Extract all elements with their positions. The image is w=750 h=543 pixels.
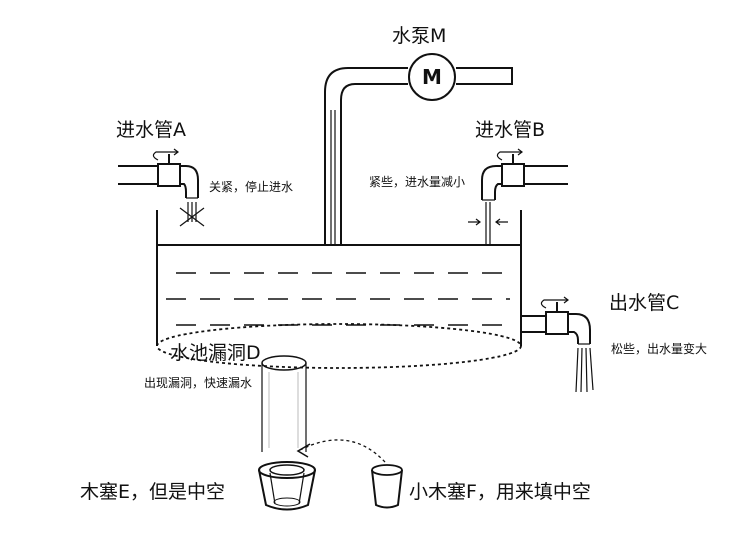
outlet-pipe-c (521, 296, 594, 393)
inlet-b-label: 进水管B (475, 119, 545, 141)
outlet-c-label: 出水管C (609, 292, 679, 314)
plug-f-label: 小木塞F，用来填中空 (409, 481, 591, 503)
inlet-pipe-a (118, 148, 199, 222)
water-tank (156, 210, 522, 369)
inlet-pipe-b (468, 148, 568, 245)
plug-e-label: 木塞E，但是中空 (80, 481, 225, 503)
insert-arrow (296, 439, 386, 463)
outlet-c-note: 松些，出水量变大 (611, 341, 707, 356)
pump-m: M (408, 53, 456, 101)
leak-d-column (261, 355, 307, 452)
leak-d-note: 出现漏洞，快速漏水 (144, 376, 252, 390)
inlet-b-note: 紧些，进水量减小 (369, 175, 465, 189)
pump-letter: M (422, 65, 442, 89)
leak-d-label: 水池漏洞D (170, 342, 261, 364)
plug-f (371, 464, 403, 509)
pump-label: 水泵M (392, 25, 446, 47)
inlet-a-note: 关紧，停止进水 (209, 179, 293, 194)
cross-mark-icon (179, 207, 205, 227)
pump-pipe (324, 67, 513, 245)
inlet-a-label: 进水管A (116, 119, 186, 141)
plug-e (258, 461, 316, 511)
